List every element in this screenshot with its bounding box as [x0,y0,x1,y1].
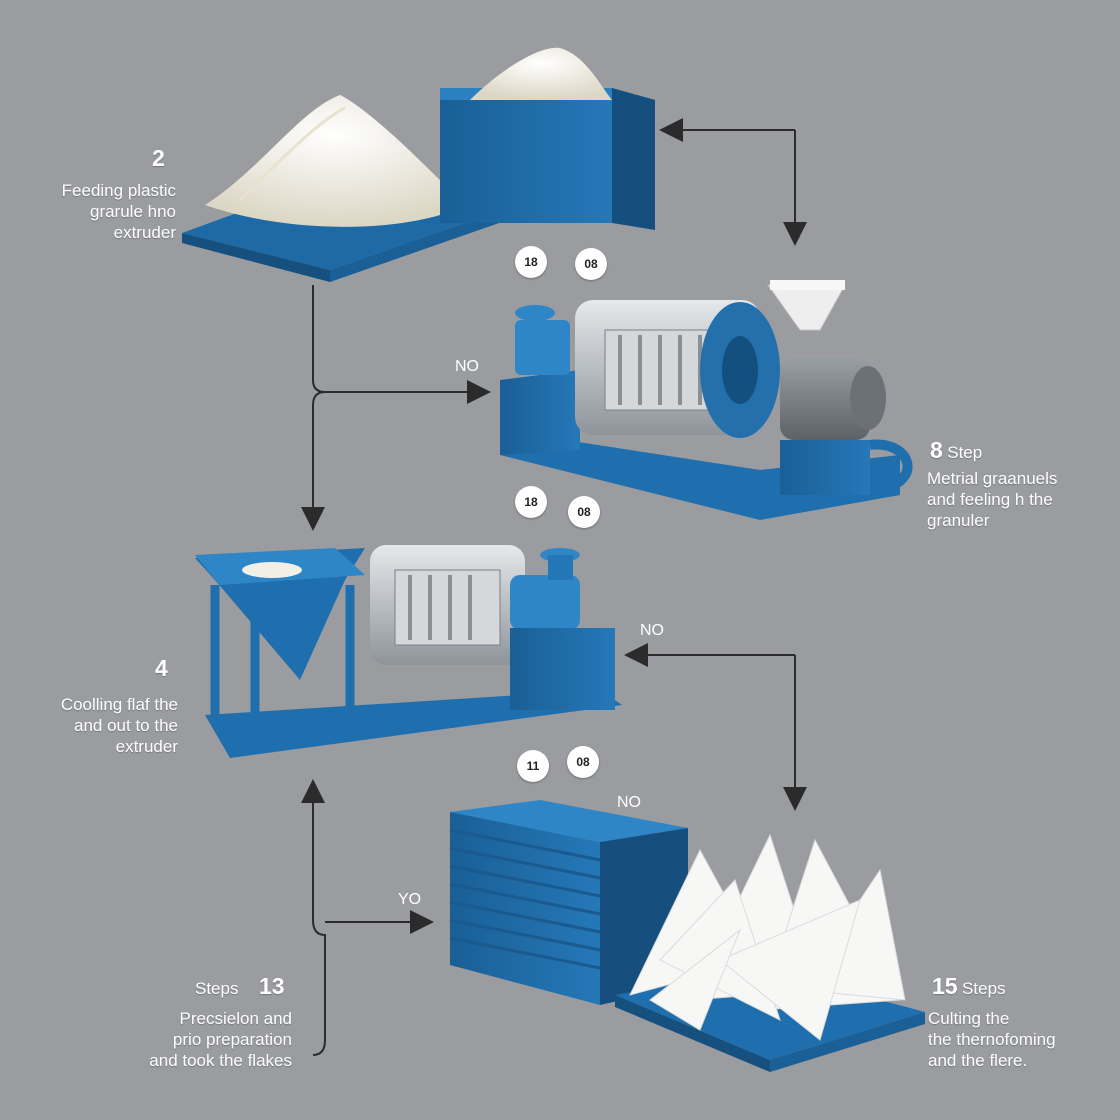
step-mid-description: Coolling flaf the and out to the extrude… [0,694,178,757]
step-bottom-right-line-1: Culting the [928,1009,1010,1028]
step-badge: 11 [517,750,549,782]
step-bottom-left-prefix: Steps [195,979,239,998]
step-bottom-right-line-3: and the flere. [928,1051,1028,1070]
granulator-machine-2-icon [195,545,622,758]
step-badge: 08 [568,496,600,528]
step-right-line-2: and feeling h the [927,490,1053,509]
flow-label-no: NO [455,358,479,375]
step-top-line-3: extruder [113,223,176,242]
step-right-suffix: Step [947,443,983,462]
step-badge: 18 [515,486,547,518]
step-bottom-left-heading: Steps 13 [195,973,285,1000]
blue-bin-icon [440,47,655,230]
step-bottom-left-number: 13 [258,973,285,999]
step-bottom-right-suffix: Steps [962,979,1006,998]
step-bottom-right-line-2: the thernofoming [928,1030,1056,1049]
step-bottom-right-number: 15 [932,973,958,999]
flow-label-yo: YO [398,891,422,908]
step-mid-number: 4 [155,655,168,681]
step-right-heading: 8 Step [930,437,982,464]
step-bottom-right-heading: 15 Steps [932,973,1006,1000]
step-right-line-1: Metrial graanuels [927,469,1058,488]
step-right-number: 8 [930,437,943,463]
step-top-line-2: grarule hno [89,202,176,221]
granulator-machine-1-icon [500,280,913,520]
step-badge: 08 [567,746,599,778]
step-bottom-left-line-2: prio preparation [172,1030,292,1049]
step-mid-line-1: Coolling flaf the [60,695,178,714]
step-mid-line-3: extruder [115,737,178,756]
step-top-description: Feeding plastic grarule hno extruder [0,180,176,243]
granule-pile-icon [182,95,502,282]
connector-arrow-down-left [301,391,326,531]
step-badge: 18 [515,246,547,278]
step-bottom-left-line-1: Precsielon and [179,1009,292,1028]
step-top-number: 2 [152,145,165,171]
step-bottom-left-description: Precsielon and prio preparation and took… [60,1008,292,1071]
flow-label-no: NO [617,794,641,811]
flow-label-no: NO [640,622,664,639]
step-top-line-1: Feeding plastic [61,181,176,200]
step-badge: 08 [575,248,607,280]
step-right-line-3: granuler [927,511,990,530]
step-bottom-left-line-3: and took the flakes [149,1051,292,1070]
plastic-flakes-icon [615,833,925,1072]
connector-line-left-1 [312,285,326,393]
step-mid-line-2: and out to the [74,716,178,735]
step-right-description: Metrial graanuels and feeling h the gran… [927,468,1117,531]
step-bottom-right-description: Culting the the thernofoming and the fle… [928,1008,1118,1071]
connector-arrow-up-left [301,779,326,1056]
